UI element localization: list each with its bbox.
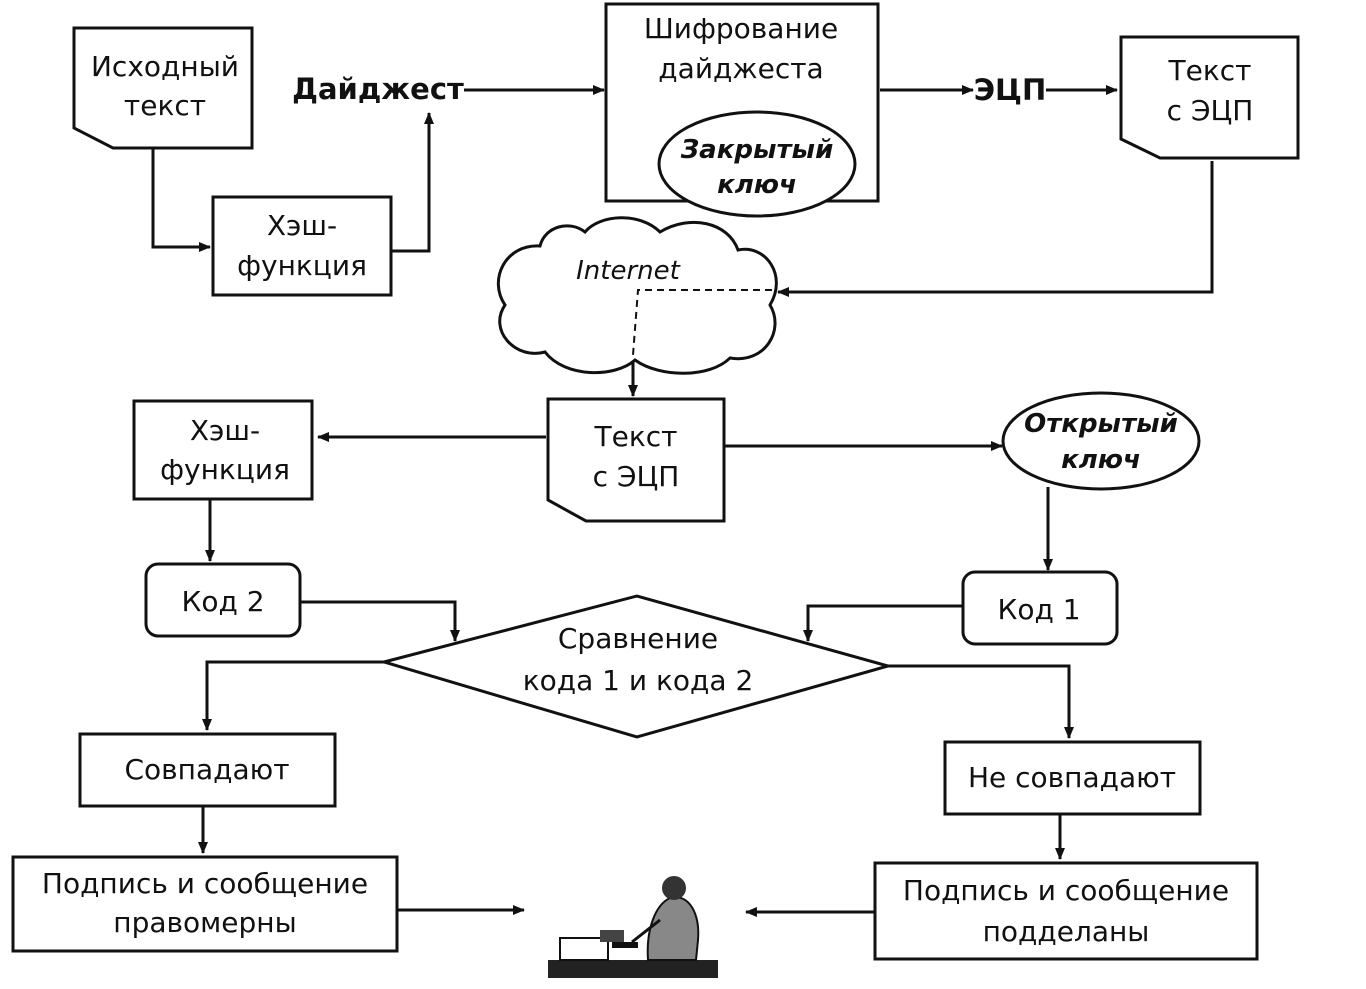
arrow-compare-to-nomatch bbox=[888, 664, 1074, 739]
nomatch-node: Не совпадают bbox=[943, 740, 1202, 816]
private-key-line1: Закрытый bbox=[680, 135, 834, 165]
arrow-text-to-internet bbox=[777, 161, 1214, 297]
valid-line1: Подпись и сообщение bbox=[42, 867, 368, 900]
eds-label: ЭЦП bbox=[974, 73, 1046, 107]
code1-label: Код 1 bbox=[997, 593, 1080, 626]
arrow-hash-to-digest bbox=[392, 112, 434, 253]
source-text-node: Исходный текст bbox=[72, 26, 254, 150]
text-with-eds-node-top: Текст с ЭЦП bbox=[1119, 35, 1300, 160]
hash-function-node-top: Хэш- функция bbox=[211, 195, 393, 297]
text-eds-mid-line1: Текст bbox=[594, 420, 678, 453]
code1-node: Код 1 bbox=[961, 570, 1119, 646]
compare-line1: Сравнение bbox=[558, 622, 718, 655]
text-eds-mid-line2: с ЭЦП bbox=[593, 460, 680, 493]
internet-label: Internet bbox=[576, 256, 681, 286]
hash2-line1: Хэш- bbox=[190, 414, 260, 447]
arrow-compare-to-match bbox=[202, 660, 384, 731]
nomatch-label: Не совпадают bbox=[968, 761, 1176, 794]
digest-label: Дайджест bbox=[292, 72, 464, 106]
text-with-eds-node-mid: Текст с ЭЦП bbox=[546, 397, 726, 523]
internet-cloud: Internet bbox=[496, 216, 778, 375]
hash-function-node-bottom: Хэш- функция bbox=[132, 399, 314, 501]
hash2-line2: функция bbox=[160, 453, 290, 486]
match-label: Совпадают bbox=[124, 753, 289, 786]
hash1-line2: функция bbox=[237, 249, 367, 282]
forged-line1: Подпись и сообщение bbox=[903, 874, 1229, 907]
forged-node: Подпись и сообщение подделаны bbox=[873, 861, 1259, 961]
arrow-code2-to-compare bbox=[300, 600, 460, 642]
private-key-ellipse bbox=[657, 110, 857, 218]
encrypt-line1: Шифрование bbox=[644, 12, 838, 45]
source-text-line1: Исходный bbox=[91, 50, 239, 83]
public-key-line1: Открытый bbox=[1024, 409, 1178, 439]
forged-line2: подделаны bbox=[983, 915, 1150, 948]
encrypt-line2: дайджеста bbox=[658, 52, 823, 85]
code2-node: Код 2 bbox=[144, 562, 302, 638]
public-key-line2: ключ bbox=[1061, 445, 1141, 475]
compare-decision: Сравнение кода 1 и кода 2 bbox=[378, 594, 894, 739]
public-key-node: Открытый ключ bbox=[1001, 391, 1201, 491]
person-at-desk-icon bbox=[548, 876, 718, 978]
encrypt-digest-node: Шифрование дайджеста Закрытый ключ bbox=[604, 2, 880, 218]
connectors bbox=[151, 85, 1214, 917]
source-text-line2: текст bbox=[124, 89, 206, 122]
internet-dashed-route bbox=[632, 289, 772, 356]
private-key-line2: ключ bbox=[717, 170, 797, 200]
arrow-source-to-hash bbox=[151, 148, 211, 252]
match-node: Совпадают bbox=[78, 732, 337, 808]
hash1-line1: Хэш- bbox=[267, 209, 337, 242]
valid-node: Подпись и сообщение правомерны bbox=[11, 855, 399, 953]
compare-line2: кода 1 и кода 2 bbox=[523, 664, 754, 697]
text-eds-top-line2: с ЭЦП bbox=[1167, 94, 1254, 127]
code2-label: Код 2 bbox=[181, 585, 264, 618]
arrow-code1-to-compare bbox=[803, 604, 963, 642]
text-eds-top-line1: Текст bbox=[1168, 54, 1252, 87]
valid-line2: правомерны bbox=[113, 906, 296, 939]
